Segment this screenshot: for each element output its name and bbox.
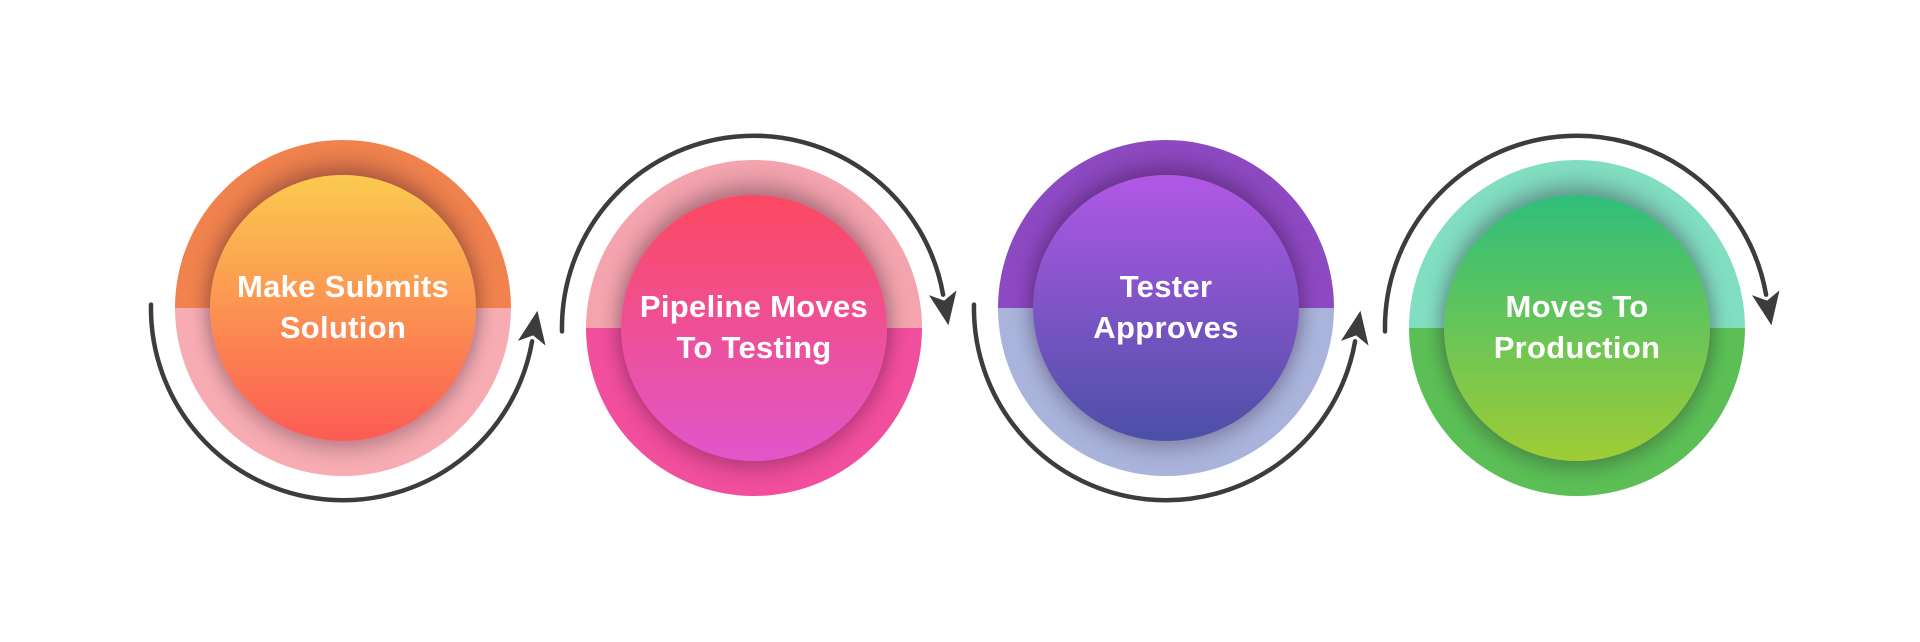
- arrow-arc-step-2: [559, 133, 957, 334]
- step-circle-2: Pipeline Moves To Testing: [586, 160, 922, 496]
- step-label-4-line-2: Production: [1493, 330, 1661, 365]
- step-inner-circle-2: Pipeline Moves To Testing: [621, 195, 887, 461]
- step-label-1-line-1: Make Submits: [236, 269, 450, 305]
- step-inner-circle-3: Tester Approves: [1033, 175, 1299, 441]
- step-label-4: Moves To Production: [1494, 287, 1661, 369]
- step-inner-circle-4: Moves To Production: [1444, 195, 1710, 461]
- step-label-1: Make Submits Solution: [237, 267, 449, 349]
- step-label-1-line-2: Solution: [279, 310, 407, 345]
- step-label-2: Pipeline Moves To Testing: [640, 287, 868, 369]
- step-label-3: Tester Approves: [1093, 267, 1238, 349]
- step-circle-3: Tester Approves: [998, 140, 1334, 476]
- step-circle-1: Make Submits Solution: [175, 140, 511, 476]
- step-label-3-line-2: Approves: [1093, 310, 1239, 345]
- step-label-2-line-1: Pipeline Moves: [639, 289, 869, 325]
- step-circle-4: Moves To Production: [1409, 160, 1745, 496]
- arrow-arc-step-1: [148, 302, 546, 503]
- arrow-arc-step-4: [1382, 133, 1780, 334]
- step-label-3-line-1: Tester: [1119, 269, 1213, 305]
- step-label-4-line-1: Moves To: [1505, 289, 1649, 325]
- step-inner-circle-1: Make Submits Solution: [210, 175, 476, 441]
- arrow-arc-step-3: [971, 302, 1369, 503]
- step-label-2-line-2: To Testing: [676, 330, 832, 365]
